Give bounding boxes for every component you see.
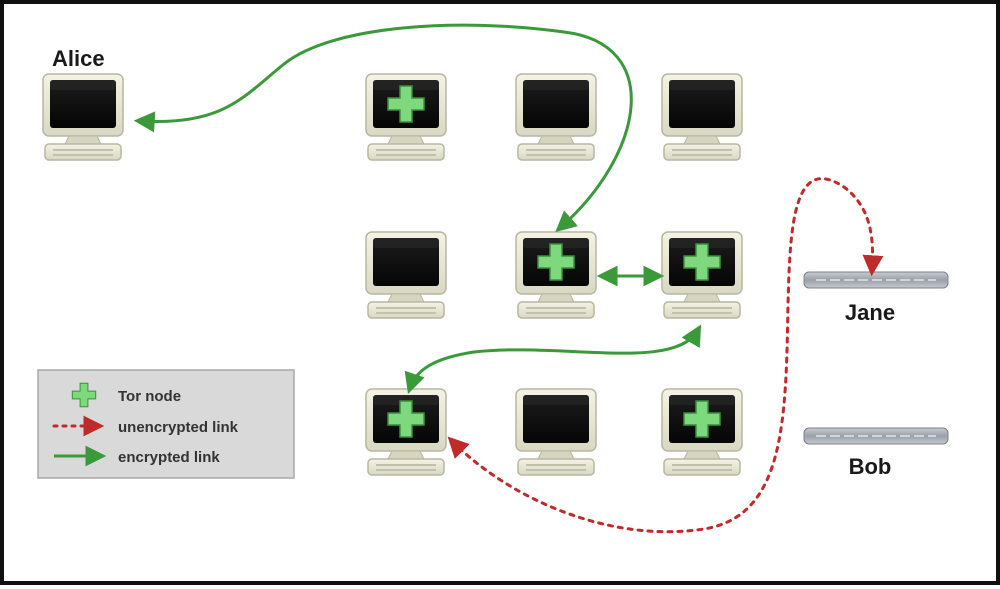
legend: Tor node unencrypted link encrypted link <box>37 369 295 479</box>
jane-label: Jane <box>845 300 895 325</box>
legend-unencrypted: unencrypted link <box>118 419 239 436</box>
computer-icon <box>42 73 124 161</box>
computer-icon <box>661 73 743 161</box>
server-icon <box>803 427 949 445</box>
legend-encrypted: encrypted link <box>118 449 220 466</box>
computer-icon <box>365 231 447 319</box>
computer-icon <box>515 388 597 476</box>
server-icon <box>803 271 949 289</box>
tor-network-diagram: Alice Jane Bob Tor node unencrypted link… <box>37 23 949 534</box>
encrypted-link-alice <box>133 23 633 233</box>
unencrypted-link <box>447 177 884 534</box>
legend-tor-node: Tor node <box>118 388 181 405</box>
computer-icon <box>515 73 597 161</box>
bob-label: Bob <box>849 454 892 479</box>
encrypted-link-lower <box>404 324 702 394</box>
alice-label: Alice <box>52 46 105 71</box>
